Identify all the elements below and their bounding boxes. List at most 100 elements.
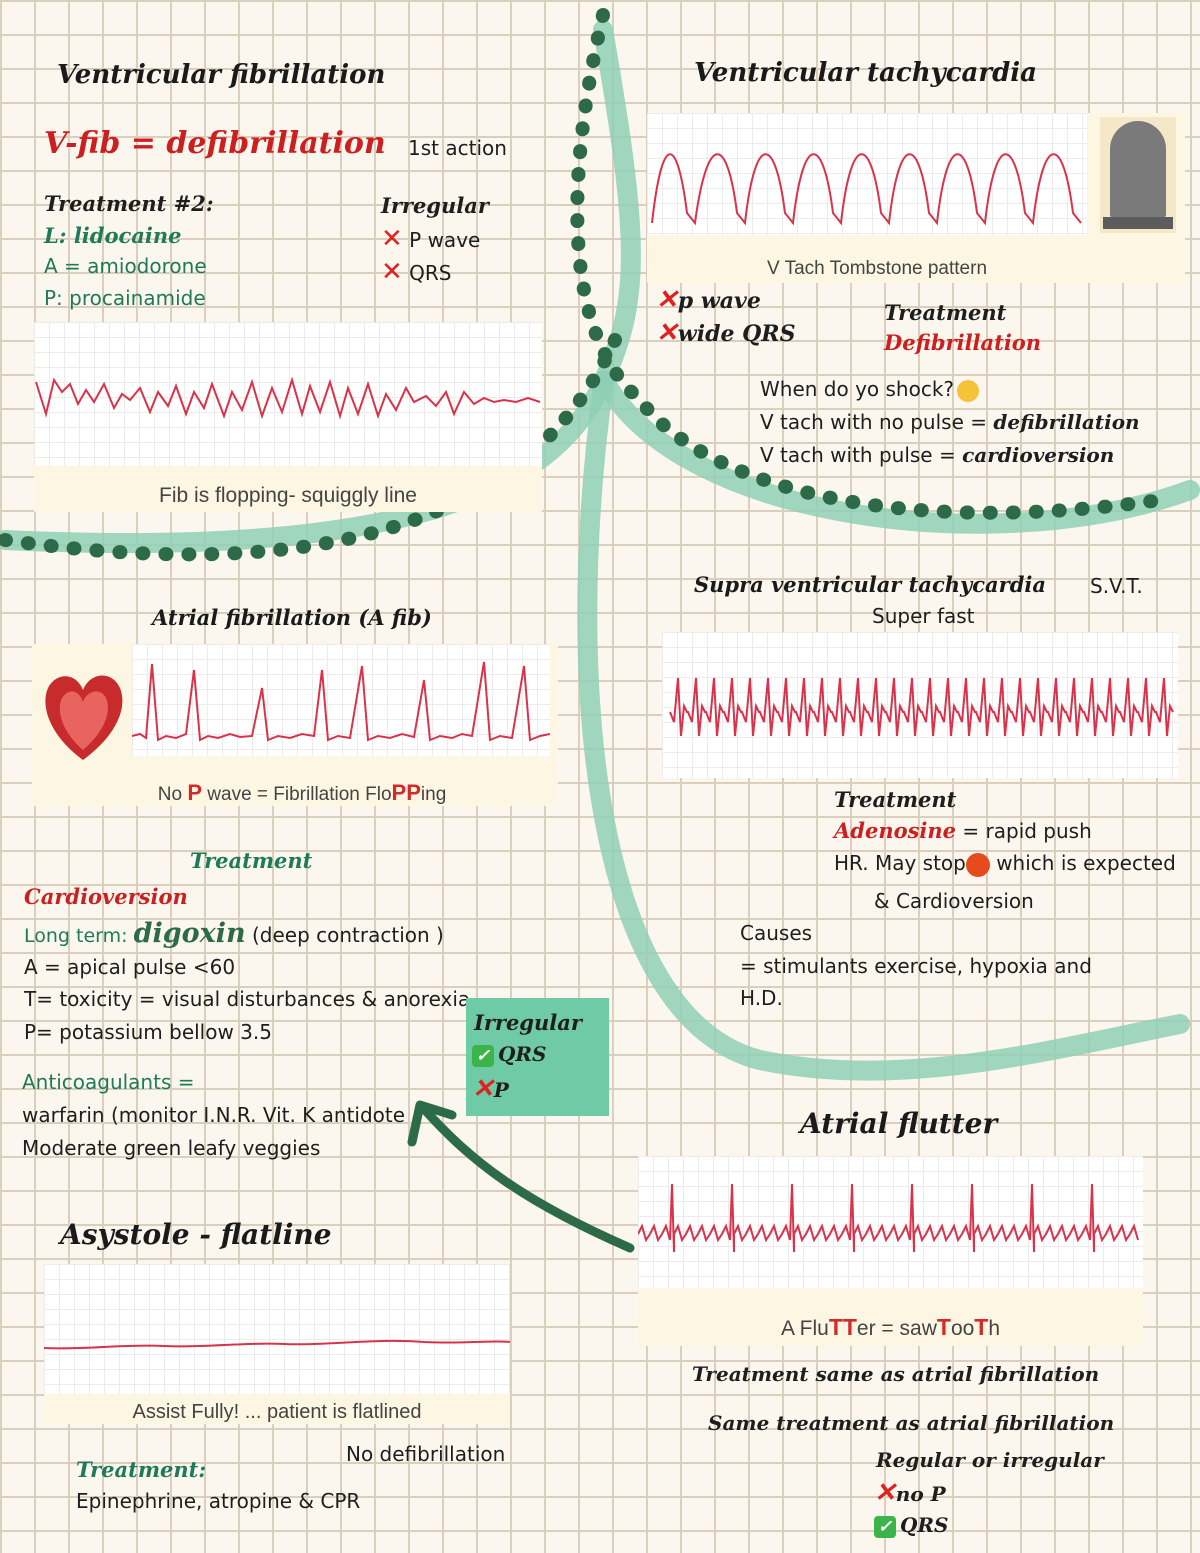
asystole-title: Asystole - flatline <box>60 1218 332 1251</box>
svt-ecg-trace <box>669 677 1174 737</box>
vtach-no-p-text: p wave <box>677 288 761 314</box>
vtach-no-wide-qrs: ✕wide QRS <box>656 318 795 348</box>
x-icon: ✕ <box>381 257 403 287</box>
flutter-title: Atrial flutter <box>800 1107 998 1140</box>
svt-subtitle: Super fast <box>872 604 975 628</box>
afib-apical-pulse: A = apical pulse <60 <box>24 955 236 979</box>
svt-causes-2: H.D. <box>740 986 783 1010</box>
afib-ecg-strip <box>131 644 551 756</box>
flutter-cap-t2: T <box>974 1314 989 1340</box>
afib-box-title: Irregular <box>474 1010 582 1035</box>
afib-box-p: ✕P <box>472 1074 509 1104</box>
afib-anticoagulants: Anticoagulants = <box>22 1070 195 1094</box>
vtach-line2-strong: cardioversion <box>962 443 1115 467</box>
flutter-cap-tt: TT <box>828 1314 857 1340</box>
tombstone-icon <box>1100 117 1176 233</box>
afib-caption: No P wave = Fibrillation FloPPing <box>132 780 472 806</box>
afib-potassium: P= potassium bellow 3.5 <box>24 1020 272 1044</box>
flutter-qrs: ✓QRS <box>874 1513 949 1538</box>
flutter-cap-4: h <box>988 1317 1001 1340</box>
afib-box-qrs: ✓QRS <box>472 1042 547 1067</box>
flutter-no-p-text: no P <box>895 1482 946 1506</box>
flushed-face-icon <box>957 379 980 402</box>
vfib-caption: Fib is flopping- squiggly line <box>159 484 417 507</box>
asystole-ecg-strip <box>43 1264 511 1394</box>
svt-adenosine: Adenosine <box>834 818 957 843</box>
vtach-when-shock-text: When do yo shock? <box>760 377 955 401</box>
vfib-treatment2-label: Treatment #2: <box>44 191 214 216</box>
vfib-card: Fib is flopping- squiggly line <box>34 322 542 512</box>
afib-title: Atrial fibrillation (A fib) <box>152 605 432 630</box>
vfib-no-p-wave: ✕ P wave <box>381 224 480 254</box>
svt-treatment-label: Treatment <box>834 787 957 812</box>
x-icon: ✕ <box>381 224 403 254</box>
svt-expected: which is expected <box>989 851 1176 875</box>
vtach-no-qrs-text: wide QRS <box>677 321 796 347</box>
heart-icon <box>40 666 126 762</box>
vtach-no-p-wave: ✕p wave <box>656 285 761 315</box>
afib-caption-1: No <box>157 784 188 805</box>
vtach-pulse-line: V tach with pulse = cardioversion <box>760 443 1114 467</box>
afib-box-qrs-text: QRS <box>498 1042 547 1066</box>
flutter-treatment-1: Treatment same as atrial fibrillation <box>692 1362 1100 1386</box>
check-icon: ✓ <box>472 1044 494 1067</box>
vfib-no-qrs: ✕ QRS <box>381 257 452 287</box>
vtach-when-shock: When do yo shock? <box>760 377 980 402</box>
svt-cardioversion: & Cardioversion <box>874 889 1034 913</box>
flutter-ecg-trace <box>637 1183 1139 1253</box>
flutter-card: A FluTTer = sawTooTh <box>637 1156 1143 1346</box>
vtach-ecg-trace <box>651 153 1082 226</box>
flutter-regular-label: Regular or irregular <box>876 1448 1104 1472</box>
svt-adenosine-line: Adenosine = rapid push <box>834 818 1092 843</box>
vtach-line1-prefix: V tach with no pulse = <box>760 410 994 434</box>
vtach-caption: V Tach Tombstone pattern <box>766 258 988 279</box>
asystole-no-defib: No defibrillation <box>346 1442 506 1466</box>
x-icon: ✕ <box>472 1074 494 1104</box>
flutter-treatment-2: Same treatment as atrial fibrillation <box>708 1411 1115 1435</box>
afib-irregular-box: Irregular ✓QRS ✕P <box>466 998 609 1116</box>
svt-hr-text: HR. May stop <box>834 851 966 875</box>
flutter-cap-2: er = saw <box>856 1317 937 1340</box>
vtach-card: V Tach Tombstone pattern <box>647 113 1185 283</box>
afib-digoxin-note: (deep contraction ) <box>245 923 444 947</box>
afib-long-term: Long term: digoxin (deep contraction ) <box>24 918 444 949</box>
vtach-line2-prefix: V tach with pulse = <box>760 443 963 467</box>
svt-causes-label: Causes <box>740 921 813 945</box>
vfib-drug-lidocaine: L: lidocaine <box>44 223 182 248</box>
x-icon: ✕ <box>656 318 678 348</box>
afib-caption-pp: PP <box>391 780 421 805</box>
flutter-ecg-strip <box>637 1156 1143 1288</box>
flutter-qrs-text: QRS <box>900 1513 949 1537</box>
vtach-no-pulse-line: V tach with no pulse = defibrillation <box>760 410 1140 434</box>
afib-caption-p: P <box>187 780 202 805</box>
flutter-cap-1: A Flu <box>780 1317 829 1340</box>
vfib-no-qrs-text: QRS <box>409 261 452 285</box>
afib-long-term-label: Long term: <box>24 925 134 947</box>
vtach-title: Ventricular tachycardia <box>694 58 1038 88</box>
vfib-drug-amiodorone: A = amiodorone <box>44 254 207 278</box>
afib-veggies: Moderate green leafy veggies <box>22 1136 321 1160</box>
flutter-cap-3: oo <box>950 1317 975 1340</box>
flutter-no-p: ✕no P <box>874 1478 946 1508</box>
afib-cardioversion: Cardioversion <box>24 884 188 909</box>
vtach-treatment: Defibrillation <box>884 330 1042 355</box>
vfib-ecg-trace <box>35 376 541 420</box>
vfib-drug-procainamide: P: procainamide <box>44 286 206 310</box>
asystole-caption: Assist Fully! ... patient is flatlined <box>132 1401 422 1423</box>
asystole-card: Assist Fully! ... patient is flatlined <box>43 1264 511 1424</box>
svt-title: Supra ventricular tachycardia <box>694 572 1046 597</box>
vtach-line1-strong: defibrillation <box>993 410 1140 434</box>
afib-caption-2: wave = Fibrillation Flo <box>202 784 392 805</box>
vfib-title: Ventricular fibrillation <box>57 60 386 90</box>
asystole-treatment: Epinephrine, atropine & CPR <box>76 1489 361 1513</box>
afib-treatment-label: Treatment <box>190 848 313 873</box>
asystole-ecg-trace <box>43 1339 511 1350</box>
afib-ecg-trace <box>131 661 551 742</box>
afib-caption-3: ing <box>420 784 447 805</box>
svt-adenosine-note: = rapid push <box>956 819 1092 843</box>
asystole-treatment-label: Treatment: <box>76 1457 207 1482</box>
vtach-treatment-label: Treatment <box>884 300 1007 325</box>
stop-sign-icon <box>965 852 990 877</box>
afib-warfarin: warfarin (monitor I.N.R. Vit. K antidote <box>22 1103 406 1127</box>
